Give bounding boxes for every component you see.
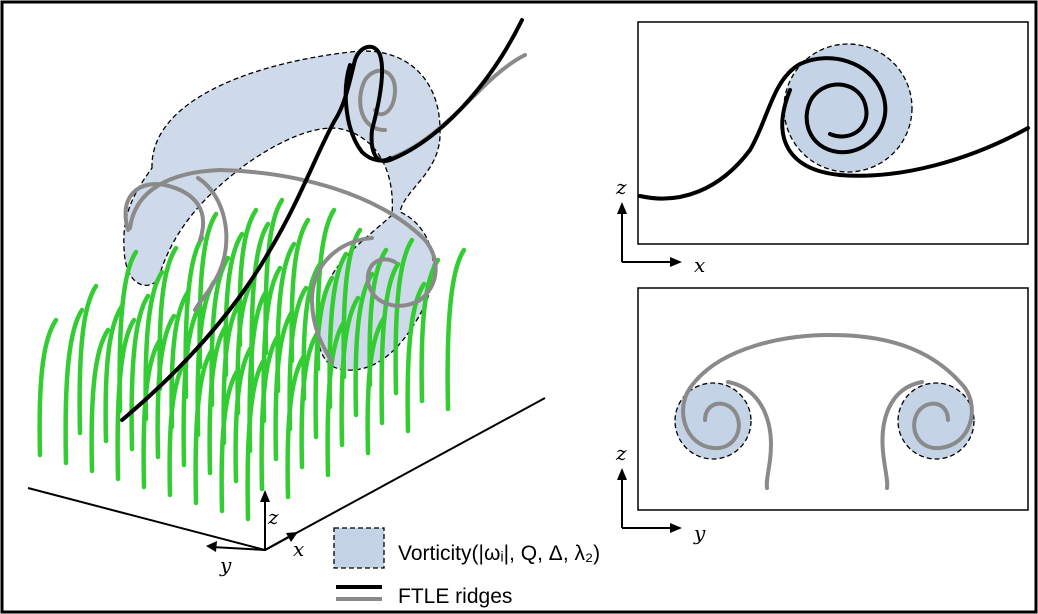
- grass-strand: [445, 247, 467, 412]
- legend-ftle-label: FTLE ridges: [398, 585, 512, 608]
- bottom-right-left-spiral: [681, 386, 741, 451]
- grass-strand: [169, 289, 191, 430]
- bottom-right-panel: z y: [615, 287, 1029, 545]
- bottom-right-axis-z-label: z: [615, 441, 627, 465]
- bottom-right-ftle-ridges: [681, 332, 974, 490]
- bottom-right-right-spiral: [912, 386, 974, 451]
- grass-strand: [157, 245, 179, 392]
- grass-strand: [405, 281, 427, 434]
- main-axis-y-label: y: [219, 553, 232, 577]
- grass-strand: [393, 237, 415, 396]
- grass-strand: [379, 261, 401, 426]
- main-3d-panel: z x y: [27, 18, 546, 577]
- grass-strand: [129, 293, 151, 452]
- grass-strand: [237, 207, 259, 348]
- gray-ridge-left-loop: [123, 182, 206, 242]
- grass-strand: [197, 211, 219, 370]
- top-right-ftle-ridge: [638, 56, 888, 201]
- top-right-axis-x-label: x: [694, 253, 705, 277]
- grass-strand: [275, 241, 297, 394]
- grass-strand: [183, 235, 205, 400]
- gray-ridge-left-tail: [193, 176, 229, 312]
- grass-strand: [143, 269, 165, 422]
- grass-strand: [289, 217, 311, 364]
- grass-strand: [117, 249, 139, 414]
- black-ftle-ridge-loop: [343, 63, 392, 163]
- bottom-right-arch-ridge: [688, 332, 967, 390]
- gray-ridge-arch: [128, 167, 438, 308]
- grass-strand: [341, 227, 363, 380]
- legend-vorticity-swatch: [333, 527, 385, 569]
- main-axis-x-label: x: [293, 537, 304, 561]
- main-axes: [206, 490, 298, 552]
- bottom-right-left-tail: [726, 380, 773, 490]
- bottom-right-axis-y-label: y: [693, 521, 706, 545]
- bottom-right-right-tail: [880, 380, 924, 490]
- grass-strand: [223, 231, 245, 378]
- grass-strand: [63, 307, 85, 466]
- grass-strand: [37, 317, 59, 458]
- grass-strand: [103, 303, 125, 444]
- top-right-panel: z x: [615, 21, 1030, 277]
- grass-strand: [327, 251, 349, 410]
- top-right-ftle-tail: [780, 88, 1030, 178]
- top-right-axis-z-label: z: [615, 175, 627, 199]
- grass-strand: [89, 327, 111, 474]
- main-axis-z-label: z: [267, 505, 279, 529]
- vortex-tube: [123, 50, 441, 371]
- legend: Vorticity(|ωᵢ|, Q, Δ, λ₂) FTLE ridges: [333, 527, 600, 608]
- top-right-axes: [617, 202, 682, 267]
- gray-ridge-right-tail: [309, 236, 374, 364]
- grass-strand: [301, 261, 323, 402]
- legend-vorticity-label: Vorticity(|ωᵢ|, Q, Δ, λ₂): [398, 542, 600, 565]
- black-ftle-ridge: [120, 18, 524, 422]
- grass-strand: [77, 283, 99, 436]
- bottom-right-axes: [617, 468, 682, 533]
